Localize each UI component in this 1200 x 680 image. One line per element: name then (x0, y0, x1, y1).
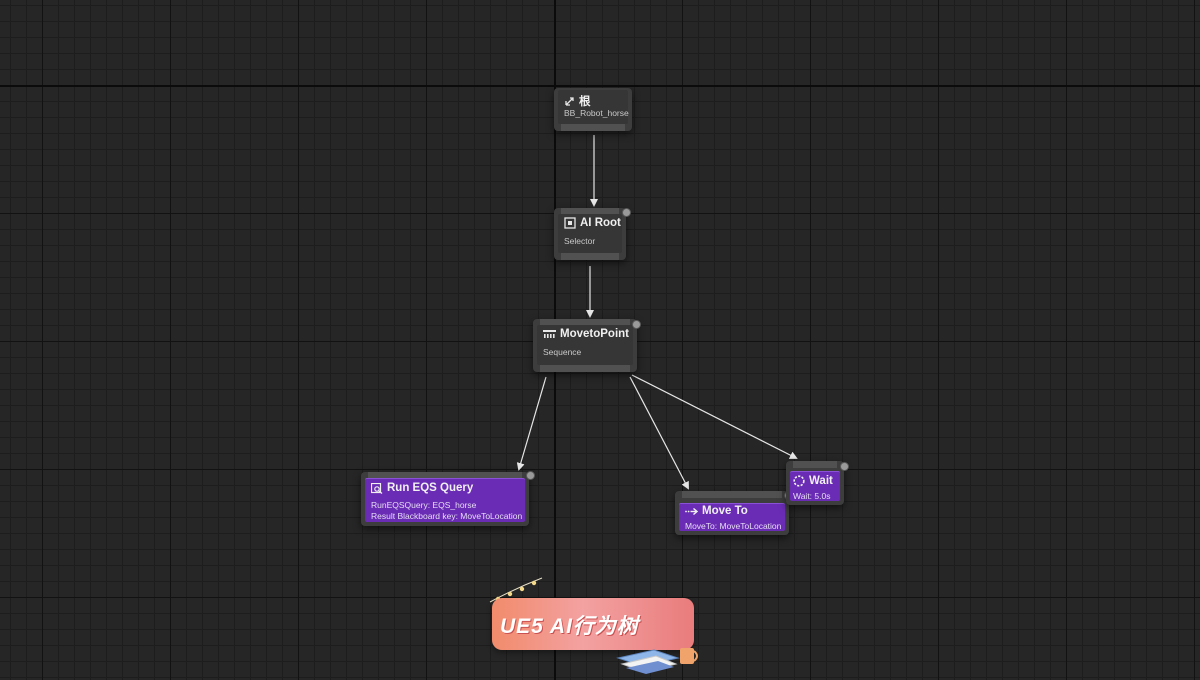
ai-root-input-pin[interactable] (561, 208, 619, 215)
ai-root-title: AI Root (580, 217, 621, 229)
wait-title: Wait (809, 475, 833, 487)
run-eqs-query-breakpoint-indicator[interactable] (526, 471, 535, 480)
movetopoint-title: MovetoPoint (560, 328, 629, 340)
wait-task-node[interactable]: Wait Wait: 5.0s (786, 461, 844, 505)
root-node-title: 根 (579, 96, 591, 108)
run-eqs-query-title: Run EQS Query (387, 482, 474, 494)
ai-root-node-body: AI Root Selector (558, 214, 622, 253)
movetopoint-breakpoint-indicator[interactable] (632, 320, 641, 329)
move-to-task-node[interactable]: Move To MoveTo: MoveToLocation (675, 491, 789, 535)
run-eqs-query-title-row: Run EQS Query (371, 482, 473, 494)
graph-origin-horizontal-axis (0, 85, 1200, 87)
wire-movetopoint-to-wait (631, 374, 798, 459)
eqs-query-icon (371, 482, 383, 494)
wait-icon (793, 475, 805, 487)
movetopoint-subtitle: Sequence (543, 347, 582, 357)
sequence-icon (543, 329, 556, 340)
ai-root-title-row: AI Root (564, 217, 621, 229)
movetopoint-input-pin[interactable] (540, 319, 630, 326)
movetopoint-output-pin[interactable] (540, 365, 630, 372)
root-branch-icon (564, 96, 575, 107)
selector-icon (564, 217, 576, 229)
run-eqs-query-detail-blackboard-key: Result Blackboard key: MoveToLocation (371, 511, 523, 521)
wire-movetopoint-to-move-to (629, 376, 689, 490)
move-to-title: Move To (702, 505, 748, 517)
movetopoint-sequence-node[interactable]: MovetoPoint Sequence (533, 319, 637, 372)
movetopoint-node-body: MovetoPoint Sequence (537, 325, 633, 365)
ai-root-subtitle: Selector (564, 236, 596, 246)
root-node-subtitle: BB_Robot_horse (564, 108, 629, 118)
wait-input-pin[interactable] (793, 461, 837, 468)
root-node-title-row: 根 (564, 93, 591, 109)
ue5-ai-behavior-tree-banner: UE5 AI行为树 (492, 598, 694, 650)
move-to-title-row: Move To (685, 505, 748, 517)
run-eqs-query-detail-query: RunEQSQuery: EQS_horse (371, 500, 477, 510)
banner-title: UE5 AI行为树 (500, 615, 639, 638)
root-node-body: 根 BB_Robot_horse (558, 90, 629, 124)
move-to-icon (685, 507, 698, 516)
run-eqs-query-node-body: Run EQS Query RunEQSQuery: EQS_horse Res… (365, 478, 525, 522)
wait-breakpoint-indicator[interactable] (840, 462, 849, 471)
run-eqs-query-input-pin[interactable] (368, 472, 522, 479)
ai-root-breakpoint-indicator[interactable] (622, 208, 631, 217)
movetopoint-title-row: MovetoPoint (543, 328, 629, 340)
books-and-mug-decoration (616, 648, 698, 674)
move-to-subtitle: MoveTo: MoveToLocation (685, 521, 782, 531)
move-to-node-body: Move To MoveTo: MoveToLocation (679, 503, 785, 531)
wire-movetopoint-to-run-eqs-query (516, 376, 547, 471)
ai-root-selector-node[interactable]: AI Root Selector (554, 208, 626, 260)
wait-subtitle: Wait: 5.0s (793, 491, 831, 501)
root-output-pin[interactable] (561, 124, 625, 131)
ai-root-output-pin[interactable] (561, 253, 619, 260)
root-node[interactable]: 根 BB_Robot_horse (554, 88, 632, 131)
run-eqs-query-task-node[interactable]: Run EQS Query RunEQSQuery: EQS_horse Res… (361, 472, 529, 526)
wait-node-body: Wait Wait: 5.0s (790, 471, 840, 501)
wait-title-row: Wait (793, 475, 833, 487)
move-to-input-pin[interactable] (682, 491, 782, 498)
